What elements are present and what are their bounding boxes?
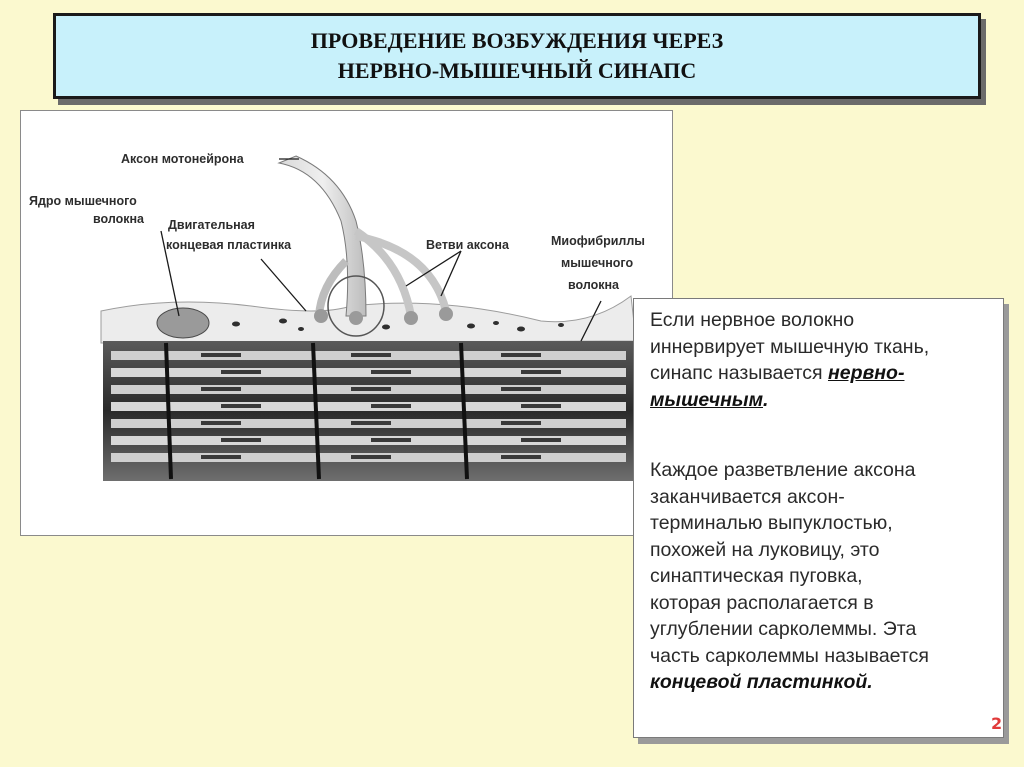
p1-line-2: иннервирует мышечную ткань,: [650, 335, 930, 358]
label-myofibrils-2: мышечного: [561, 256, 634, 270]
a-band-marks: [201, 353, 561, 459]
p2-line-8: часть сарколеммы называется: [650, 644, 929, 667]
p2-period: .: [867, 671, 873, 693]
label-myofibrils-1: Миофибриллы: [551, 234, 645, 248]
title-line-2: НЕРВНО-МЫШЕЧНЫЙ СИНАПС: [337, 58, 697, 83]
paragraph-definition: Если нервное волокно иннервирует мышечну…: [650, 307, 1005, 413]
p2-line-6: которая располагается в: [650, 591, 874, 614]
synaptic-buttons: [314, 307, 453, 325]
end-plate-circle: [327, 275, 385, 337]
p1-line-4: мышечным.: [650, 387, 1005, 414]
label-myofibrils-3: волокна: [568, 278, 620, 292]
explanation-panel: Если нервное волокно иннервирует мышечну…: [633, 298, 1004, 738]
paragraph-end-plate: Каждое разветвление аксона заканчивается…: [650, 457, 1005, 696]
term-neuromuscular-1: нервно-: [827, 362, 905, 384]
label-end-plate-1: Двигательная: [168, 218, 255, 232]
p1-line-1: Если нервное волокно: [650, 309, 855, 331]
label-axon: Аксон мотонейрона: [121, 152, 244, 166]
axon: [277, 155, 367, 317]
label-nucleus-2: волокна: [93, 212, 145, 226]
p2-line-1: Каждое разветвление аксона: [650, 459, 916, 481]
slide-title: ПРОВЕДЕНИЕ ВОЗБУЖДЕНИЯ ЧЕРЕЗ НЕРВНО-МЫШЕ…: [53, 13, 981, 99]
p2-line-5: синаптическая пуговка,: [650, 565, 863, 587]
label-end-plate-2: концевая пластинка: [166, 238, 292, 252]
muscle-nucleus: [156, 307, 210, 339]
axon-branch-right-2: [355, 232, 450, 313]
sarcoplasm-dots: [232, 318, 564, 332]
leader-lines: [160, 158, 602, 342]
p2-line-4: похожей на луковицу, это: [650, 538, 880, 561]
label-nucleus-1: Ядро мышечного: [29, 194, 137, 208]
corner-mark: 2: [991, 714, 1003, 733]
diagram-illustration: [100, 155, 637, 481]
p2-line-9: концевой пластинкой.: [650, 669, 1005, 696]
p2-line-2: заканчивается аксон-: [650, 485, 845, 508]
term-end-plate: концевой пластинкой: [650, 671, 868, 693]
z-lines: [164, 342, 469, 480]
synapse-diagram: Аксон мотонейрона Ядро мышечного волокна…: [20, 110, 673, 536]
label-axon-branches: Ветви аксона: [426, 238, 509, 252]
p2-line-7: углублении сарколеммы. Эта: [650, 618, 917, 640]
p1-line-3-text: синапс называется: [650, 362, 828, 384]
p2-line-3: терминалью выпуклостью,: [650, 512, 893, 534]
title-line-1: ПРОВЕДЕНИЕ ВОЗБУЖДЕНИЯ ЧЕРЕЗ: [310, 28, 724, 53]
p1-period: .: [763, 388, 769, 411]
term-neuromuscular-2: мышечным: [650, 388, 764, 411]
p1-line-3: синапс называется нервно-: [650, 360, 1005, 387]
